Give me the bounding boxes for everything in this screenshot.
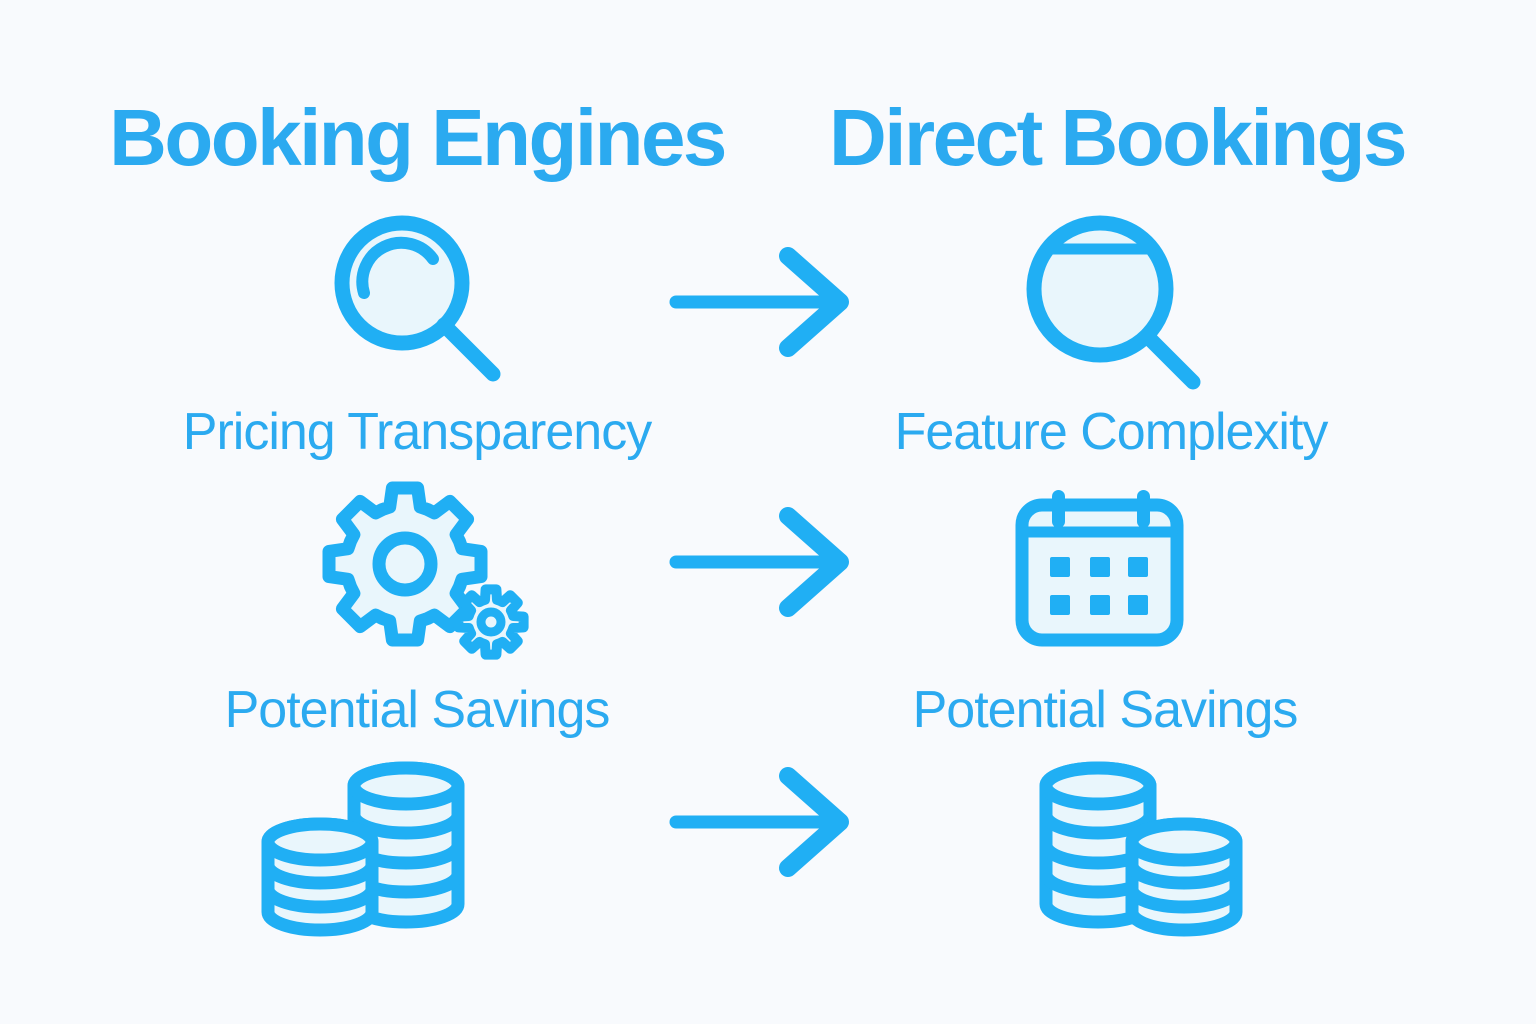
left-label-pricing-transparency: Pricing Transparency <box>182 403 652 461</box>
calendar-icon <box>1015 490 1184 647</box>
magnifying-glass-icon <box>334 215 501 382</box>
right-label-potential-savings: Potential Savings <box>912 681 1299 739</box>
right-arrow-icon <box>669 247 849 357</box>
gears-icon <box>322 481 529 660</box>
coin-stacks-icon <box>261 761 465 937</box>
right-arrow-icon <box>669 767 849 877</box>
left-label-potential-savings: Potential Savings <box>224 681 611 739</box>
right-column-title: Direct Bookings <box>829 93 1407 182</box>
left-column-title: Booking Engines <box>109 93 727 182</box>
magnifying-glass-lined-icon <box>1026 215 1201 390</box>
right-arrow-icon <box>669 507 849 617</box>
coin-stacks-icon <box>1039 761 1243 937</box>
right-label-feature-complexity: Feature Complexity <box>894 403 1329 461</box>
